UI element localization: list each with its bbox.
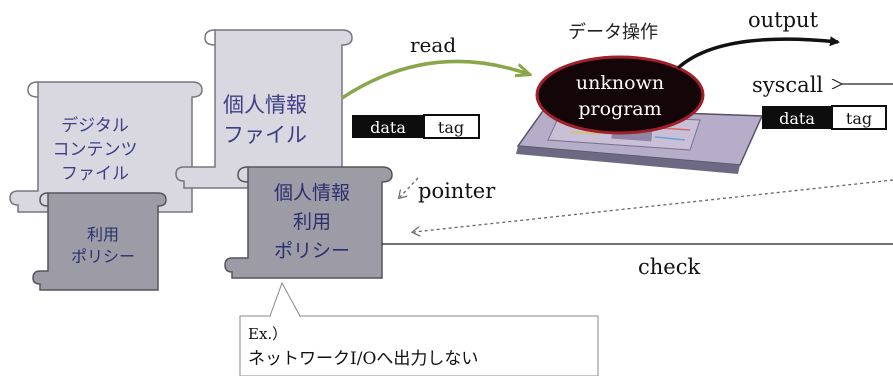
read-label: read — [410, 33, 456, 57]
digital-policy-line-1: 利用 — [87, 225, 119, 244]
scroll-personal-info-file: 個人情報 ファイル — [175, 29, 353, 189]
pointer-label: pointer — [418, 179, 496, 203]
personal-info-line-1: 個人情報 — [223, 93, 307, 117]
program-line-1: unknown — [576, 72, 664, 94]
tag-box-left — [423, 114, 480, 139]
data-label-left: data — [370, 118, 406, 137]
data-box-left — [352, 115, 424, 138]
personal-policy-line-1: 個人情報 — [274, 182, 350, 204]
scroll-digital-usage-policy: 利用 ポリシー — [32, 192, 167, 291]
example-callout: Ex.） ネットワークI/Oへ出力しない — [239, 281, 599, 376]
data-tag-left: data tag — [352, 114, 480, 139]
data-operation-label: データ操作 — [568, 22, 658, 43]
tag-label-left: tag — [438, 118, 464, 137]
check-label: check — [638, 255, 700, 279]
pointer-arrow-right — [414, 179, 893, 232]
output-arrow — [676, 36, 840, 70]
data-tag-right: data tag — [762, 105, 887, 130]
personal-policy-line-3: ポリシー — [274, 240, 350, 262]
scroll-digital-contents-file: デジタル コンテンツ ファイル — [9, 81, 203, 213]
personal-info-line-2: ファイル — [223, 123, 307, 147]
tag-label-right: tag — [846, 109, 872, 128]
scroll-personal-info-usage-policy: 個人情報 利用 ポリシー — [224, 166, 393, 279]
unknown-program: unknown program — [535, 55, 705, 135]
digital-contents-line-2: コンテンツ — [53, 140, 138, 160]
pointer-arrow-left — [400, 177, 419, 197]
read-arrow — [341, 59, 528, 100]
tag-box-right — [831, 105, 887, 130]
output-label: output — [748, 8, 819, 32]
digital-policy-line-2: ポリシー — [71, 247, 135, 266]
personal-policy-line-2: 利用 — [293, 211, 331, 233]
data-label-right: data — [779, 109, 815, 128]
example-line-2: ネットワークI/Oへ出力しない — [248, 349, 478, 369]
example-line-1: Ex.） — [248, 325, 287, 343]
program-line-2: program — [578, 98, 661, 120]
syscall-label: syscall — [752, 73, 823, 97]
data-box-right — [762, 106, 832, 129]
digital-contents-line-3: ファイル — [61, 164, 129, 184]
digital-contents-line-1: デジタル — [61, 115, 129, 136]
